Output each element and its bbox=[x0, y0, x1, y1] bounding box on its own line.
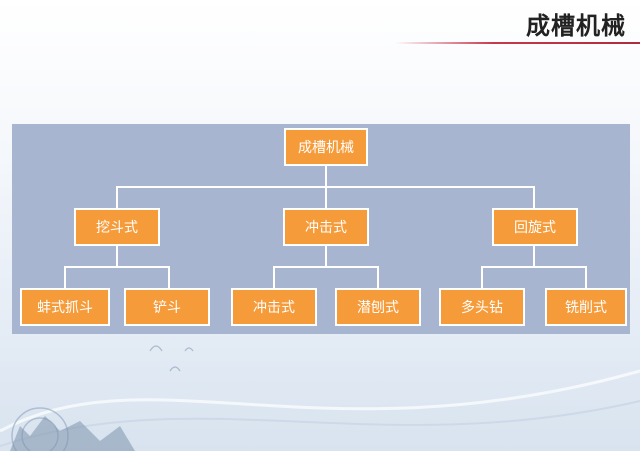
category-node-rotary: 回旋式 bbox=[492, 208, 578, 246]
connector-cat2-up bbox=[325, 186, 327, 208]
connector-leaf4-up bbox=[377, 266, 379, 288]
leaf-node-submerged-planer: 潜刨式 bbox=[335, 288, 421, 326]
category-node-excavating: 挖斗式 bbox=[74, 208, 160, 246]
diagram-panel: 成槽机械 挖斗式 冲击式 回旋式 蚌式抓斗 铲斗 冲击式 潜刨式 多头钻 铣削式 bbox=[12, 124, 630, 334]
category-node-impact: 冲击式 bbox=[283, 208, 369, 246]
leaf-node-shovel: 铲斗 bbox=[124, 288, 210, 326]
connector-cat3-bar bbox=[481, 266, 587, 268]
title-underline bbox=[395, 42, 640, 44]
decorative-swirl-graphic bbox=[0, 345, 640, 451]
leaf-node-clamshell-grab: 蚌式抓斗 bbox=[20, 288, 110, 326]
connector-cat1-up bbox=[116, 186, 118, 208]
connector-cat2-down bbox=[325, 246, 327, 266]
connector-root-down bbox=[325, 164, 327, 186]
connector-leaf1-up bbox=[64, 266, 66, 288]
leaf-node-impact: 冲击式 bbox=[231, 288, 317, 326]
leaf-node-milling: 铣削式 bbox=[545, 288, 627, 326]
root-node: 成槽机械 bbox=[284, 128, 368, 166]
connector-cat3-up bbox=[533, 186, 535, 208]
connector-cat1-bar bbox=[64, 266, 170, 268]
connector-cat2-bar bbox=[273, 266, 379, 268]
connector-leaf2-up bbox=[168, 266, 170, 288]
connector-leaf6-up bbox=[585, 266, 587, 288]
slide-title: 成槽机械 bbox=[526, 12, 626, 40]
connector-leaf3-up bbox=[273, 266, 275, 288]
connector-leaf5-up bbox=[481, 266, 483, 288]
leaf-node-multi-head-drill: 多头钻 bbox=[439, 288, 525, 326]
connector-cat3-down bbox=[533, 246, 535, 266]
connector-cat1-down bbox=[116, 246, 118, 266]
